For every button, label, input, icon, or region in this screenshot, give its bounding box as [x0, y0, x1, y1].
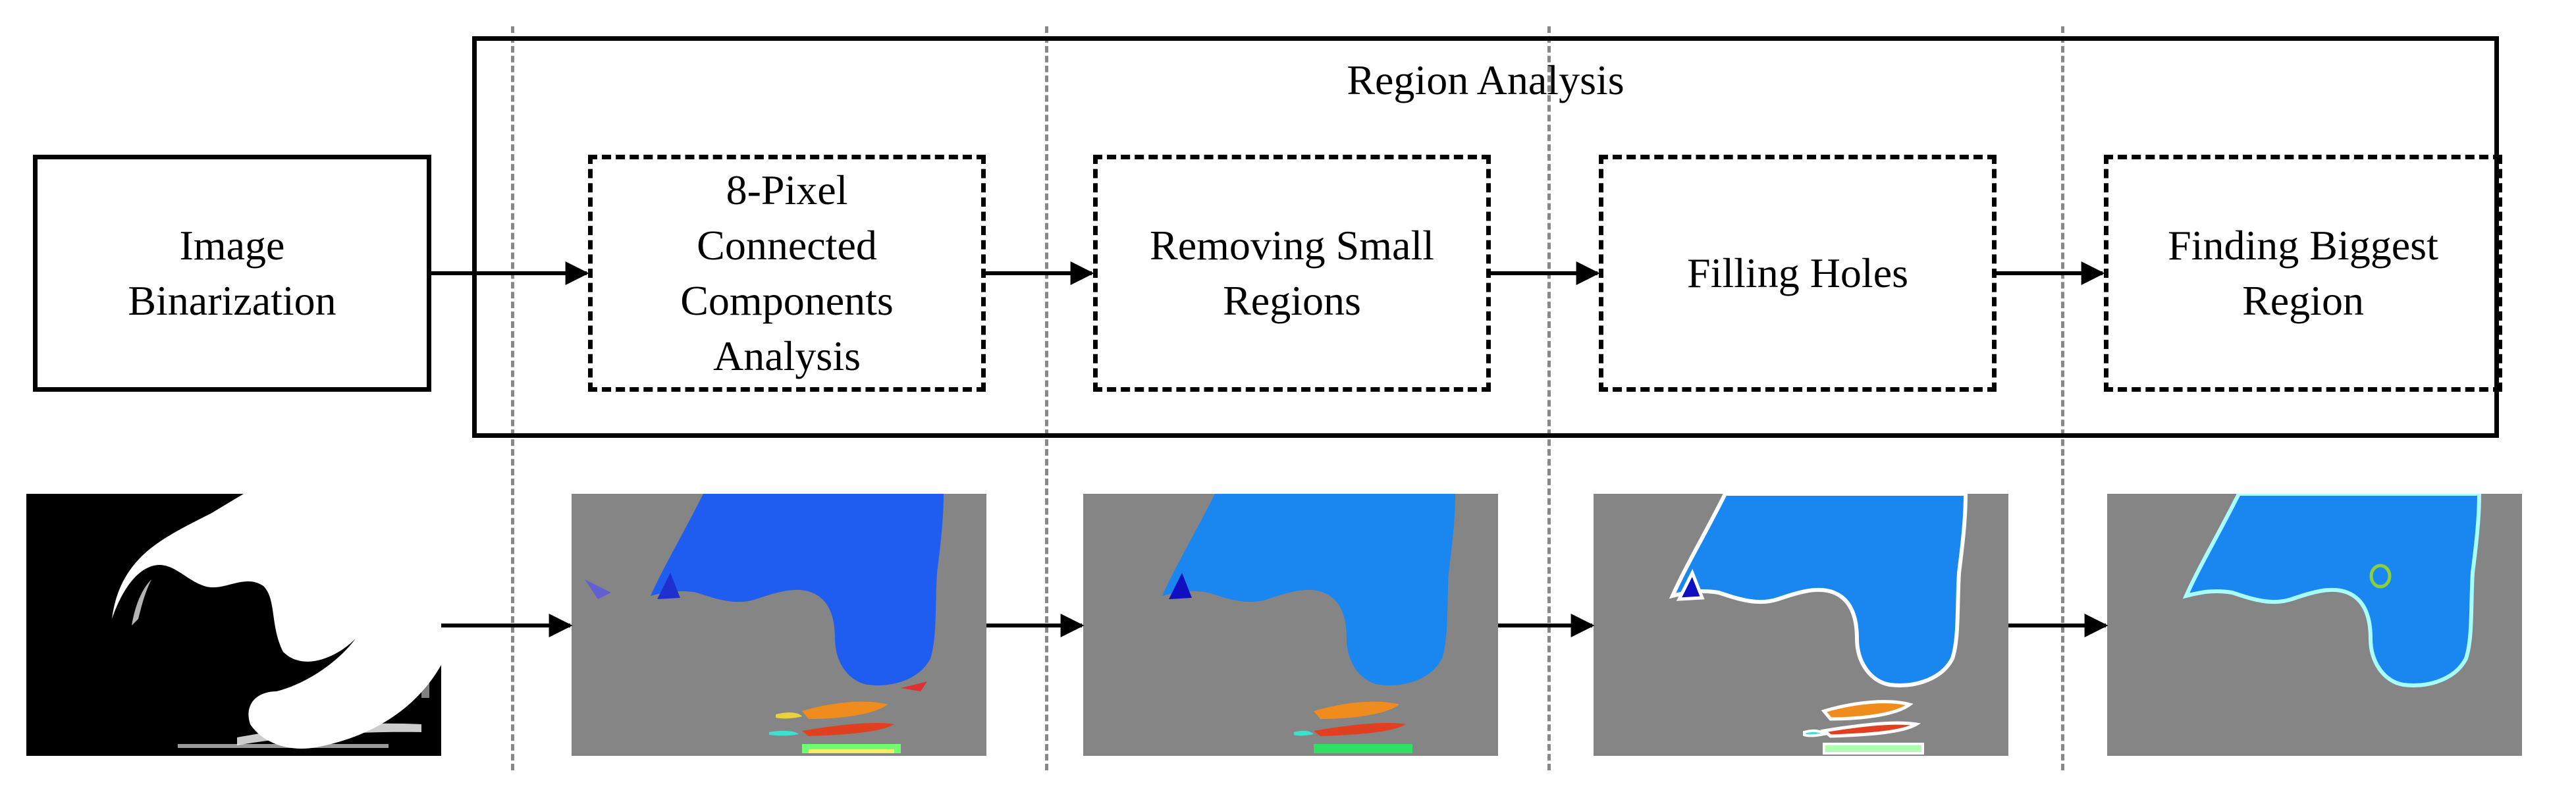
image-binarization-box: Image Binarization [33, 155, 431, 392]
connected-components-image [572, 494, 986, 756]
finding-biggest-region-label: Finding Biggest Region [2168, 222, 2438, 324]
filling-holes-label: Filling Holes [1686, 250, 1909, 296]
connected-components-label: 8-Pixel Connected Components Analysis [680, 167, 894, 379]
removing-small-regions-box: Removing Small Regions [1093, 155, 1491, 392]
stage-separator-4 [2061, 26, 2064, 770]
filling-holes-box: Filling Holes [1599, 155, 1997, 392]
region-analysis-title: Region Analysis [1347, 57, 1624, 103]
holes-filled-image [1594, 494, 2008, 756]
removing-small-regions-label: Removing Small Regions [1150, 222, 1434, 324]
biggest-region-image [2107, 494, 2522, 756]
image-binarization-label: Image Binarization [128, 222, 336, 324]
binarized-image [26, 494, 441, 756]
connected-components-box: 8-Pixel Connected Components Analysis [588, 155, 986, 392]
stage-separator-3 [1547, 26, 1551, 770]
stage-separator-2 [1045, 26, 1048, 770]
small-regions-removed-image [1083, 494, 1498, 756]
finding-biggest-region-box: Finding Biggest Region [2104, 155, 2502, 392]
stage-separator-1 [511, 26, 514, 770]
region-analysis-group [472, 36, 2499, 438]
